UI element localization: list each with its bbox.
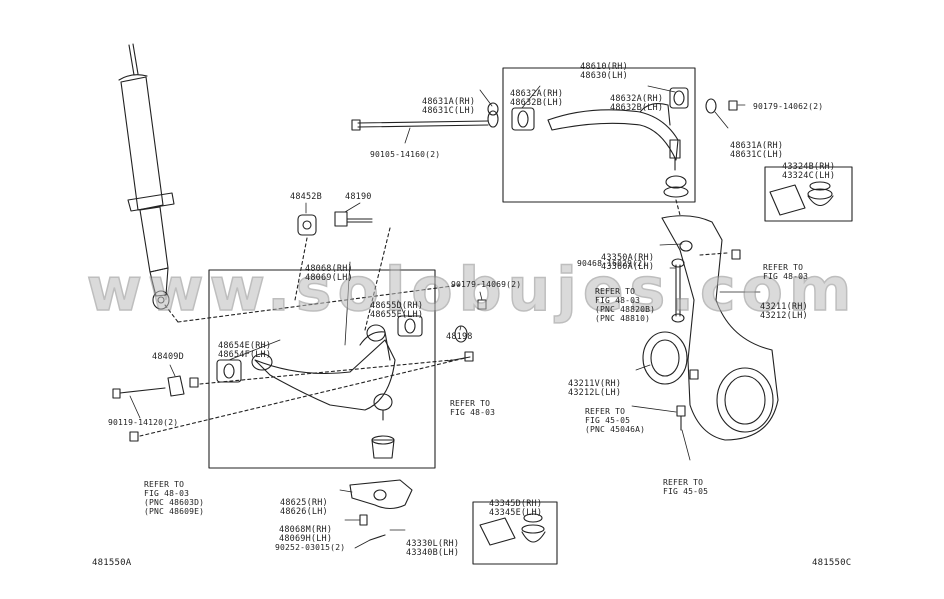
steering-knuckle bbox=[642, 215, 779, 441]
label-lower-bush-front: 48654E(RH)48654F(LH) bbox=[218, 341, 272, 360]
figure-number-left: 481550A bbox=[92, 558, 132, 568]
label-lower-arm: 48068(RH)48069(LH) bbox=[305, 264, 353, 283]
guide-lines bbox=[139, 199, 728, 437]
label-bushing-a-right: 48631A(RH)48631C(LH) bbox=[730, 141, 784, 160]
leader-lines bbox=[129, 85, 761, 549]
label-nut-upper: 90179-14062(2) bbox=[753, 102, 824, 111]
label-bushing-b-right: 48632A(RH)48632B(LH) bbox=[610, 94, 664, 113]
lower-boot-kit-box bbox=[472, 501, 558, 565]
label-cam-plate: 48452B bbox=[290, 192, 322, 202]
label-lower-bush-rear: 48655D(RH)48655E(LH) bbox=[370, 301, 424, 320]
label-bolt-90468: 90468-16029(2) bbox=[577, 259, 648, 268]
label-washer: 48198 bbox=[446, 332, 473, 342]
cam-parts bbox=[297, 211, 373, 236]
label-lower-bolt: 90119-14120(2) bbox=[108, 418, 179, 427]
shock-absorber bbox=[118, 43, 175, 310]
label-cam-bolt: 48190 bbox=[345, 192, 372, 202]
label-ball-joint-kit: 43330L(RH)43340B(LH) bbox=[406, 539, 460, 558]
label-boot-kit-lower: 43345D(RH)43345E(LH) bbox=[489, 499, 543, 518]
label-bushing-b-left: 48632A(RH)48632B(LH) bbox=[510, 89, 564, 108]
label-upper-bolt: 90105-14160(2) bbox=[370, 150, 441, 159]
label-upper-arm: 48610(RH)48630(LH) bbox=[580, 62, 628, 81]
upper-boot-kit bbox=[769, 181, 834, 216]
label-ball-joint: 48625(RH)48626(LH) bbox=[280, 498, 328, 517]
figure-number-right: 481550C bbox=[812, 558, 852, 568]
label-stopper: 48409D bbox=[152, 352, 184, 362]
label-part-43350: 43350A(RH)43360A(LH) bbox=[601, 253, 655, 272]
label-boot-kit-upper: 43324B(RH)43324C(LH) bbox=[782, 162, 836, 181]
label-knuckle: 43211(RH)43212(LH) bbox=[760, 302, 808, 321]
label-seal: 43211V(RH)43212L(LH) bbox=[568, 379, 622, 398]
label-ball-bolt: 48068M(RH)48069H(LH) bbox=[279, 525, 333, 544]
upper-control-arm bbox=[511, 87, 689, 198]
lower-boot-kit bbox=[479, 513, 546, 546]
upper-bolt-assy bbox=[351, 98, 738, 131]
label-lower-nut: 90179-14069(2) bbox=[451, 280, 522, 289]
watermark-text: www.solobujes.com bbox=[86, 255, 858, 325]
lower-arm-box bbox=[208, 269, 436, 469]
ball-joint bbox=[349, 479, 413, 541]
upper-arm-box bbox=[502, 67, 696, 203]
label-pin: 90252-03015(2) bbox=[275, 543, 346, 552]
label-bushing-a-left: 48631A(RH)48631C(LH) bbox=[422, 97, 476, 116]
upper-boot-kit-box bbox=[764, 166, 853, 222]
